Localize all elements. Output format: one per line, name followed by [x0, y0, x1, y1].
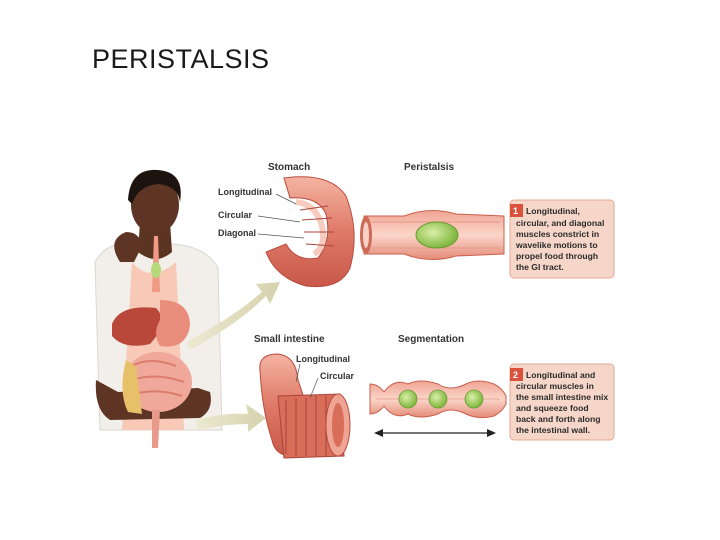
woman-figure — [94, 169, 223, 448]
food-bolus — [398, 389, 418, 409]
stomach-label-longitudinal: Longitudinal — [218, 187, 272, 197]
callout-2-text: Longitudinal and circular muscles in the… — [516, 370, 611, 435]
callout-2-number: 2 — [513, 370, 518, 380]
callout-2-badge — [510, 368, 523, 381]
small-intestine-illustration — [259, 353, 351, 459]
liver-shape — [112, 307, 162, 346]
stomach-illustration — [265, 176, 355, 288]
intestine-label-circular: Circular — [320, 371, 355, 381]
food-bolus — [415, 221, 459, 249]
callout-1-text: Longitudinal, circular, and diagonal mus… — [515, 206, 607, 272]
header-small-intestine: Small intestine — [254, 334, 325, 345]
stomach-label-diagonal: Diagonal — [218, 228, 256, 238]
food-bolus — [464, 389, 484, 409]
callout-segmentation — [509, 363, 615, 441]
header-peristalsis: Peristalsis — [404, 162, 454, 173]
stomach-label-circular: Circular — [218, 210, 253, 220]
callout-peristalsis — [509, 199, 615, 279]
header-segmentation: Segmentation — [398, 334, 464, 345]
intestines-shape — [124, 352, 192, 412]
food-bolus — [428, 389, 448, 409]
arrow-to-intestine — [196, 404, 266, 432]
back-and-forth-arrow — [374, 429, 496, 437]
arrow-to-stomach — [186, 282, 280, 350]
slide-title: PERISTALSIS — [92, 44, 270, 74]
header-stomach: Stomach — [268, 162, 310, 173]
callout-1-badge — [510, 204, 523, 217]
stomach-shape — [156, 300, 190, 347]
callout-1-number: 1 — [513, 206, 518, 216]
intestine-label-longitudinal: Longitudinal — [296, 354, 350, 364]
